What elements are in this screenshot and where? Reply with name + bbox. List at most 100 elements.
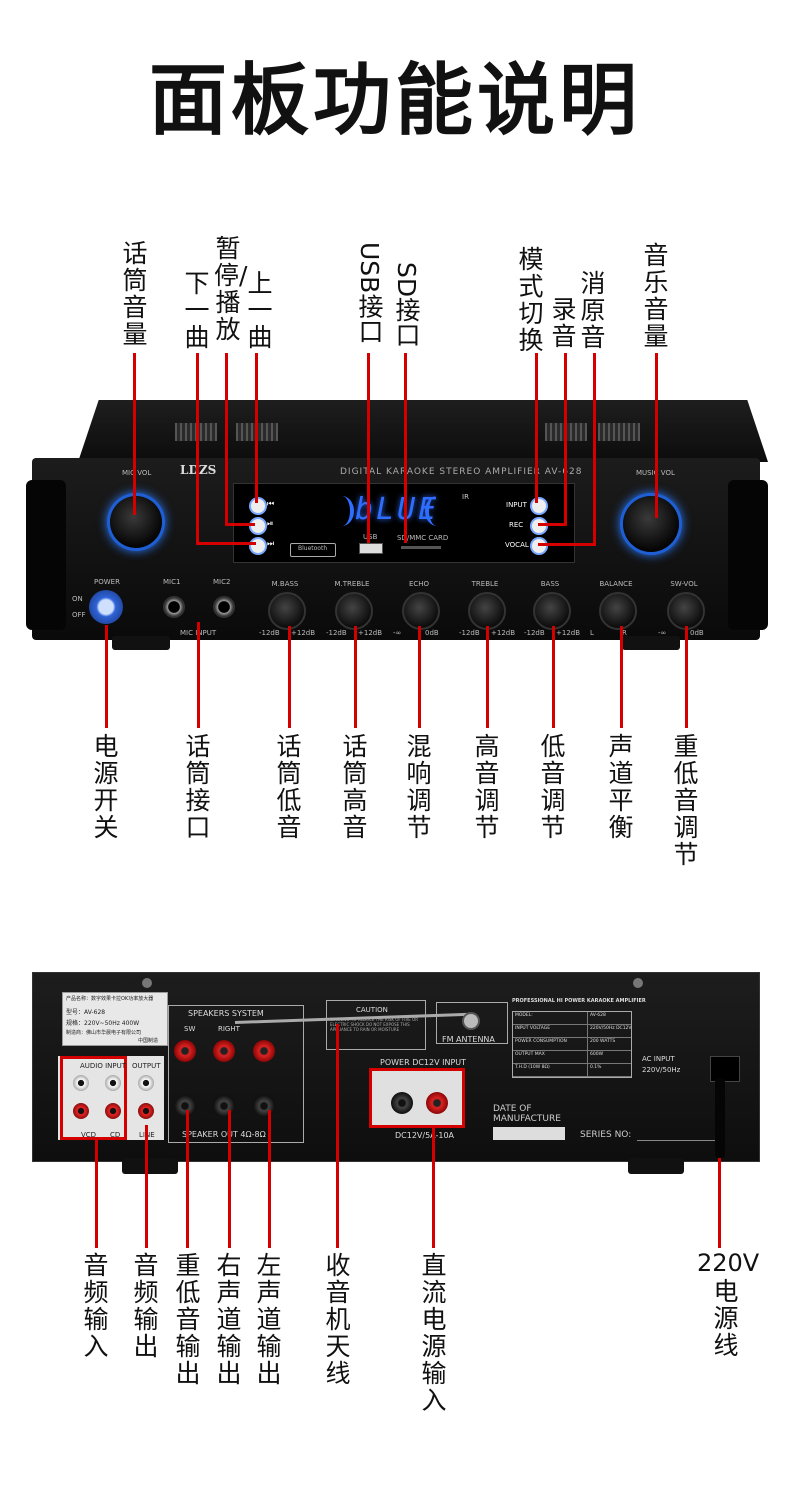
tone-knob[interactable] xyxy=(402,592,440,630)
tone-knob[interactable] xyxy=(268,592,306,630)
leader-line xyxy=(685,626,688,728)
label-ac-volt: 220V xyxy=(697,1249,760,1277)
rca-red-jack[interactable] xyxy=(105,1103,121,1119)
serial-label: SERIES NO: xyxy=(580,1130,632,1140)
leader-line xyxy=(225,523,255,526)
label-subwoofer-adjust: 重低音调节 xyxy=(673,732,699,869)
spec-value: 220V/50Hz DC12V/10A xyxy=(590,1026,631,1031)
tone-knob[interactable] xyxy=(533,592,571,630)
knob-max-label: 0dB xyxy=(425,629,439,637)
leader-line xyxy=(552,626,555,728)
leader-line xyxy=(288,626,291,728)
leader-line xyxy=(186,1110,189,1248)
speakers-block xyxy=(168,1005,304,1143)
mic2-jack[interactable] xyxy=(213,596,235,618)
rear-screw xyxy=(142,978,152,988)
sw-negative-terminal[interactable] xyxy=(174,1095,196,1117)
caution-box xyxy=(326,1000,426,1050)
bluetooth-label: Bluetooth xyxy=(298,545,328,552)
leader-line xyxy=(228,1110,231,1248)
sticker-spec: 规格：220V~50Hz 400W xyxy=(66,1020,140,1027)
leader-line xyxy=(486,626,489,728)
usb-port[interactable] xyxy=(359,543,383,554)
mic1-jack[interactable] xyxy=(163,596,185,618)
leader-line xyxy=(95,1140,98,1248)
fm-antenna-jack[interactable] xyxy=(462,1012,480,1030)
label-mic-bass: 话筒低音 xyxy=(276,732,302,842)
input-mode-button[interactable] xyxy=(530,497,548,515)
leader-line xyxy=(620,626,623,728)
ac-rating-label: 220V/50Hz xyxy=(642,1066,681,1074)
vocal-cut-button[interactable] xyxy=(530,537,548,555)
audio-input-highlight xyxy=(60,1056,127,1140)
rear-screw xyxy=(633,978,643,988)
knob-min-label: L xyxy=(590,629,594,637)
label-prev-track: 下一曲 xyxy=(184,269,210,352)
rca-white-jack[interactable] xyxy=(138,1075,154,1091)
label-left-out: 左声道输出 xyxy=(256,1251,282,1388)
prev-glyph-icon: ⏮ xyxy=(267,499,275,508)
rca-red-jack[interactable] xyxy=(138,1103,154,1119)
dc-negative-terminal[interactable] xyxy=(391,1092,413,1114)
rca-white-jack[interactable] xyxy=(73,1075,89,1091)
record-button[interactable] xyxy=(530,517,548,535)
right-positive-terminal[interactable] xyxy=(213,1040,235,1062)
spec-row: MODEL:AV-628 xyxy=(513,1012,631,1025)
next-track-button[interactable] xyxy=(249,497,267,515)
right-negative-terminal[interactable] xyxy=(213,1095,235,1117)
sticker-product: 产品名称：数字效果卡拉OK功率放大器 xyxy=(66,996,154,1002)
label-dc-power-in: 直流电源输入 xyxy=(421,1251,447,1415)
power-dc-label: POWER DC12V INPUT xyxy=(380,1058,467,1067)
leader-line xyxy=(105,625,108,728)
left-negative-terminal[interactable] xyxy=(253,1095,275,1117)
product-sticker xyxy=(62,992,168,1046)
front-foot xyxy=(112,636,170,650)
leader-line xyxy=(255,353,258,503)
mic2-label: MIC2 xyxy=(213,578,231,586)
label-audio-input: 音频输入 xyxy=(83,1251,109,1361)
sticker-made-in: 中国制造 xyxy=(138,1038,159,1044)
left-positive-terminal[interactable] xyxy=(253,1040,275,1062)
tone-knob[interactable] xyxy=(667,592,705,630)
fm-antenna-label: FM ANTENNA xyxy=(442,1035,495,1044)
label-echo-adjust: 混响调节 xyxy=(406,732,432,842)
knob-label: TREBLE xyxy=(471,580,499,588)
date-field xyxy=(493,1127,565,1140)
spec-key: OUTPUT MAX xyxy=(513,1051,588,1063)
label-mode-switch: 模式切换 xyxy=(518,245,544,355)
leader-line xyxy=(133,353,136,515)
sw-positive-terminal[interactable] xyxy=(174,1040,196,1062)
leader-line xyxy=(432,1128,435,1248)
leader-line xyxy=(538,523,567,526)
spec-value: AV-628 xyxy=(590,1013,606,1018)
knob-max-label: +12dB xyxy=(556,629,581,637)
output-label: OUTPUT xyxy=(132,1062,161,1070)
rca-white-jack[interactable] xyxy=(105,1075,121,1091)
vent-slot xyxy=(598,423,640,441)
label-pause-play: 暂停/播放 xyxy=(214,234,248,344)
tone-knob[interactable] xyxy=(468,592,506,630)
tone-knob[interactable] xyxy=(599,592,637,630)
label-power-switch: 电源开关 xyxy=(93,732,119,842)
play-pause-glyph-icon: ⏯ xyxy=(267,519,274,528)
tone-knob[interactable] xyxy=(335,592,373,630)
rear-foot xyxy=(122,1158,178,1174)
play-pause-button[interactable] xyxy=(249,517,267,535)
spec-value: 0.1% xyxy=(590,1065,602,1070)
power-switch[interactable] xyxy=(89,590,123,624)
page-title: 面板功能说明 xyxy=(148,56,641,146)
sd-card-slot[interactable] xyxy=(401,546,441,549)
knob-max-label: +12dB xyxy=(358,629,383,637)
prev-track-button[interactable] xyxy=(249,537,267,555)
leader-line xyxy=(418,626,421,728)
leader-line xyxy=(336,1024,339,1248)
leader-line xyxy=(145,1125,148,1248)
rca-red-jack[interactable] xyxy=(73,1103,89,1119)
dc-positive-terminal[interactable] xyxy=(426,1092,448,1114)
music-volume-knob[interactable] xyxy=(623,496,679,552)
knob-label: ECHO xyxy=(408,580,430,588)
knob-min-label: -12dB xyxy=(326,629,347,637)
mic-volume-knob[interactable] xyxy=(110,496,162,548)
